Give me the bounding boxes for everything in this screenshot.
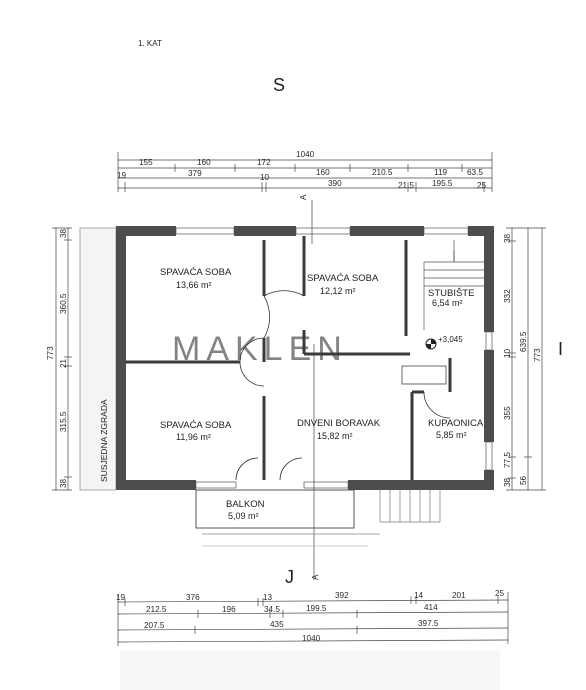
dim-bottom-5: 14 [414,591,424,600]
scan-shadow [120,650,500,690]
dim-top-5: 210.5 [372,168,393,177]
dim-bottom-7: 25 [495,589,505,598]
dim-top-6: 119 [434,168,447,177]
compass-north: S [273,75,285,95]
dim-bottom-2: 376 [186,593,200,602]
dim-bottom-c1: 207.5 [144,621,165,630]
section-line: A A [299,194,320,580]
top-dimensions: 1040 155 160 172 160 210.5 119 63.5 19 3… [117,150,493,192]
dim-top-3: 172 [257,158,271,167]
exterior-walls [116,226,494,490]
neighbor-building: SUSJEDNA ZGRADA [79,227,117,491]
dim-top-b5: 21.5 [398,181,414,190]
dim-top-total: 1040 [296,150,315,159]
dim-left-4: 315.5 [59,411,68,432]
dim-right-4: 355 [503,406,512,420]
windows [175,227,493,489]
staircase [423,240,484,330]
room-balcony-area: 5,09 m² [228,511,259,521]
dim-bottom-b3: 34.5 [264,605,280,614]
dim-right-1: 38 [503,233,512,243]
dim-top-4: 160 [316,168,330,177]
room-living-area: 15,82 m² [317,431,353,441]
dim-right-5: 77.5 [503,452,512,468]
room-staircase-area: 6,54 m² [432,298,463,308]
floor-label: 1. KAT [138,39,162,48]
ceiling-hatch [401,365,447,385]
neighbor-label: SUSJEDNA ZGRADA [99,399,109,482]
room-labels: SPAVAĆA SOBA 13,66 m² SPAVAĆA SOBA 12,12… [160,267,484,521]
compass-east: I [558,339,563,359]
compass-south: J [285,567,294,587]
left-dimensions: 773 38 360.5 21 315.5 38 [46,227,72,491]
dim-left-total: 773 [46,346,55,360]
dim-top-2: 160 [197,158,211,167]
level-mark-text: +3,045 [438,335,463,344]
room-staircase-name: STUBIŠTE [428,288,474,299]
dim-bottom-6: 201 [452,591,466,600]
room-balcony-name: BALKON [226,499,265,510]
exterior-steps [379,490,441,523]
dim-bottom-4: 392 [335,591,349,600]
dim-right-7: 56 [519,475,528,485]
bottom-dimensions: 19 376 13 392 14 201 25 212.5 196 34.5 1… [116,589,509,646]
dim-bottom-total: 1040 [302,634,321,643]
room-bathroom-name: KUPAONICA [428,418,484,429]
dim-right-6: 38 [503,477,512,487]
balcony [195,489,380,547]
room-bedroom-3-name: SPAVAĆA SOBA [160,420,232,431]
dim-bottom-b5: 414 [424,603,438,612]
room-bedroom-2-name: SPAVAĆA SOBA [307,273,379,284]
dim-right-2: 332 [503,289,512,303]
interior-walls [126,236,452,480]
dim-top-7: 63.5 [467,168,483,177]
dim-bottom-b2: 196 [222,605,236,614]
dim-bottom-c3: 397.5 [418,619,439,628]
level-marker: +3,045 [425,335,463,350]
dim-top-b2: 379 [188,169,202,178]
dim-right-sub: 639.5 [519,331,528,352]
section-marker-top: A [299,194,308,200]
dim-left-3: 21 [59,358,68,368]
doors [235,290,451,481]
room-bedroom-1-name: SPAVAĆA SOBA [160,267,232,278]
dim-right-3: 10 [503,348,512,358]
dim-right-total: 773 [533,348,542,362]
room-bathroom-area: 5,85 m² [436,430,467,440]
dim-bottom-b4: 199.5 [306,604,327,613]
dim-bottom-c2: 435 [270,620,284,629]
dim-left-5: 38 [59,478,68,488]
dim-top-b7: 25 [477,181,487,190]
dim-top-b1: 19 [117,171,127,180]
section-marker-bottom: A [311,574,320,580]
dim-top-1: 155 [139,158,153,167]
right-dimensions: 38 332 10 355 77.5 38 56 639.5 773 [503,227,546,491]
room-living-name: DNVENI BORAVAK [297,418,381,429]
dim-left-1: 38 [59,228,68,238]
room-bedroom-1-area: 13,66 m² [176,280,212,290]
dim-bottom-3: 13 [263,593,273,602]
dim-top-b3: 10 [260,173,270,182]
room-bedroom-2-area: 12,12 m² [320,286,356,296]
dim-left-2: 360.5 [59,293,68,314]
dim-top-b6: 195.5 [432,179,453,188]
dim-bottom-b1: 212.5 [146,605,167,614]
dim-top-b4: 390 [328,179,342,188]
dim-bottom-1: 19 [116,593,126,602]
room-bedroom-3-area: 11,96 m² [176,432,211,442]
